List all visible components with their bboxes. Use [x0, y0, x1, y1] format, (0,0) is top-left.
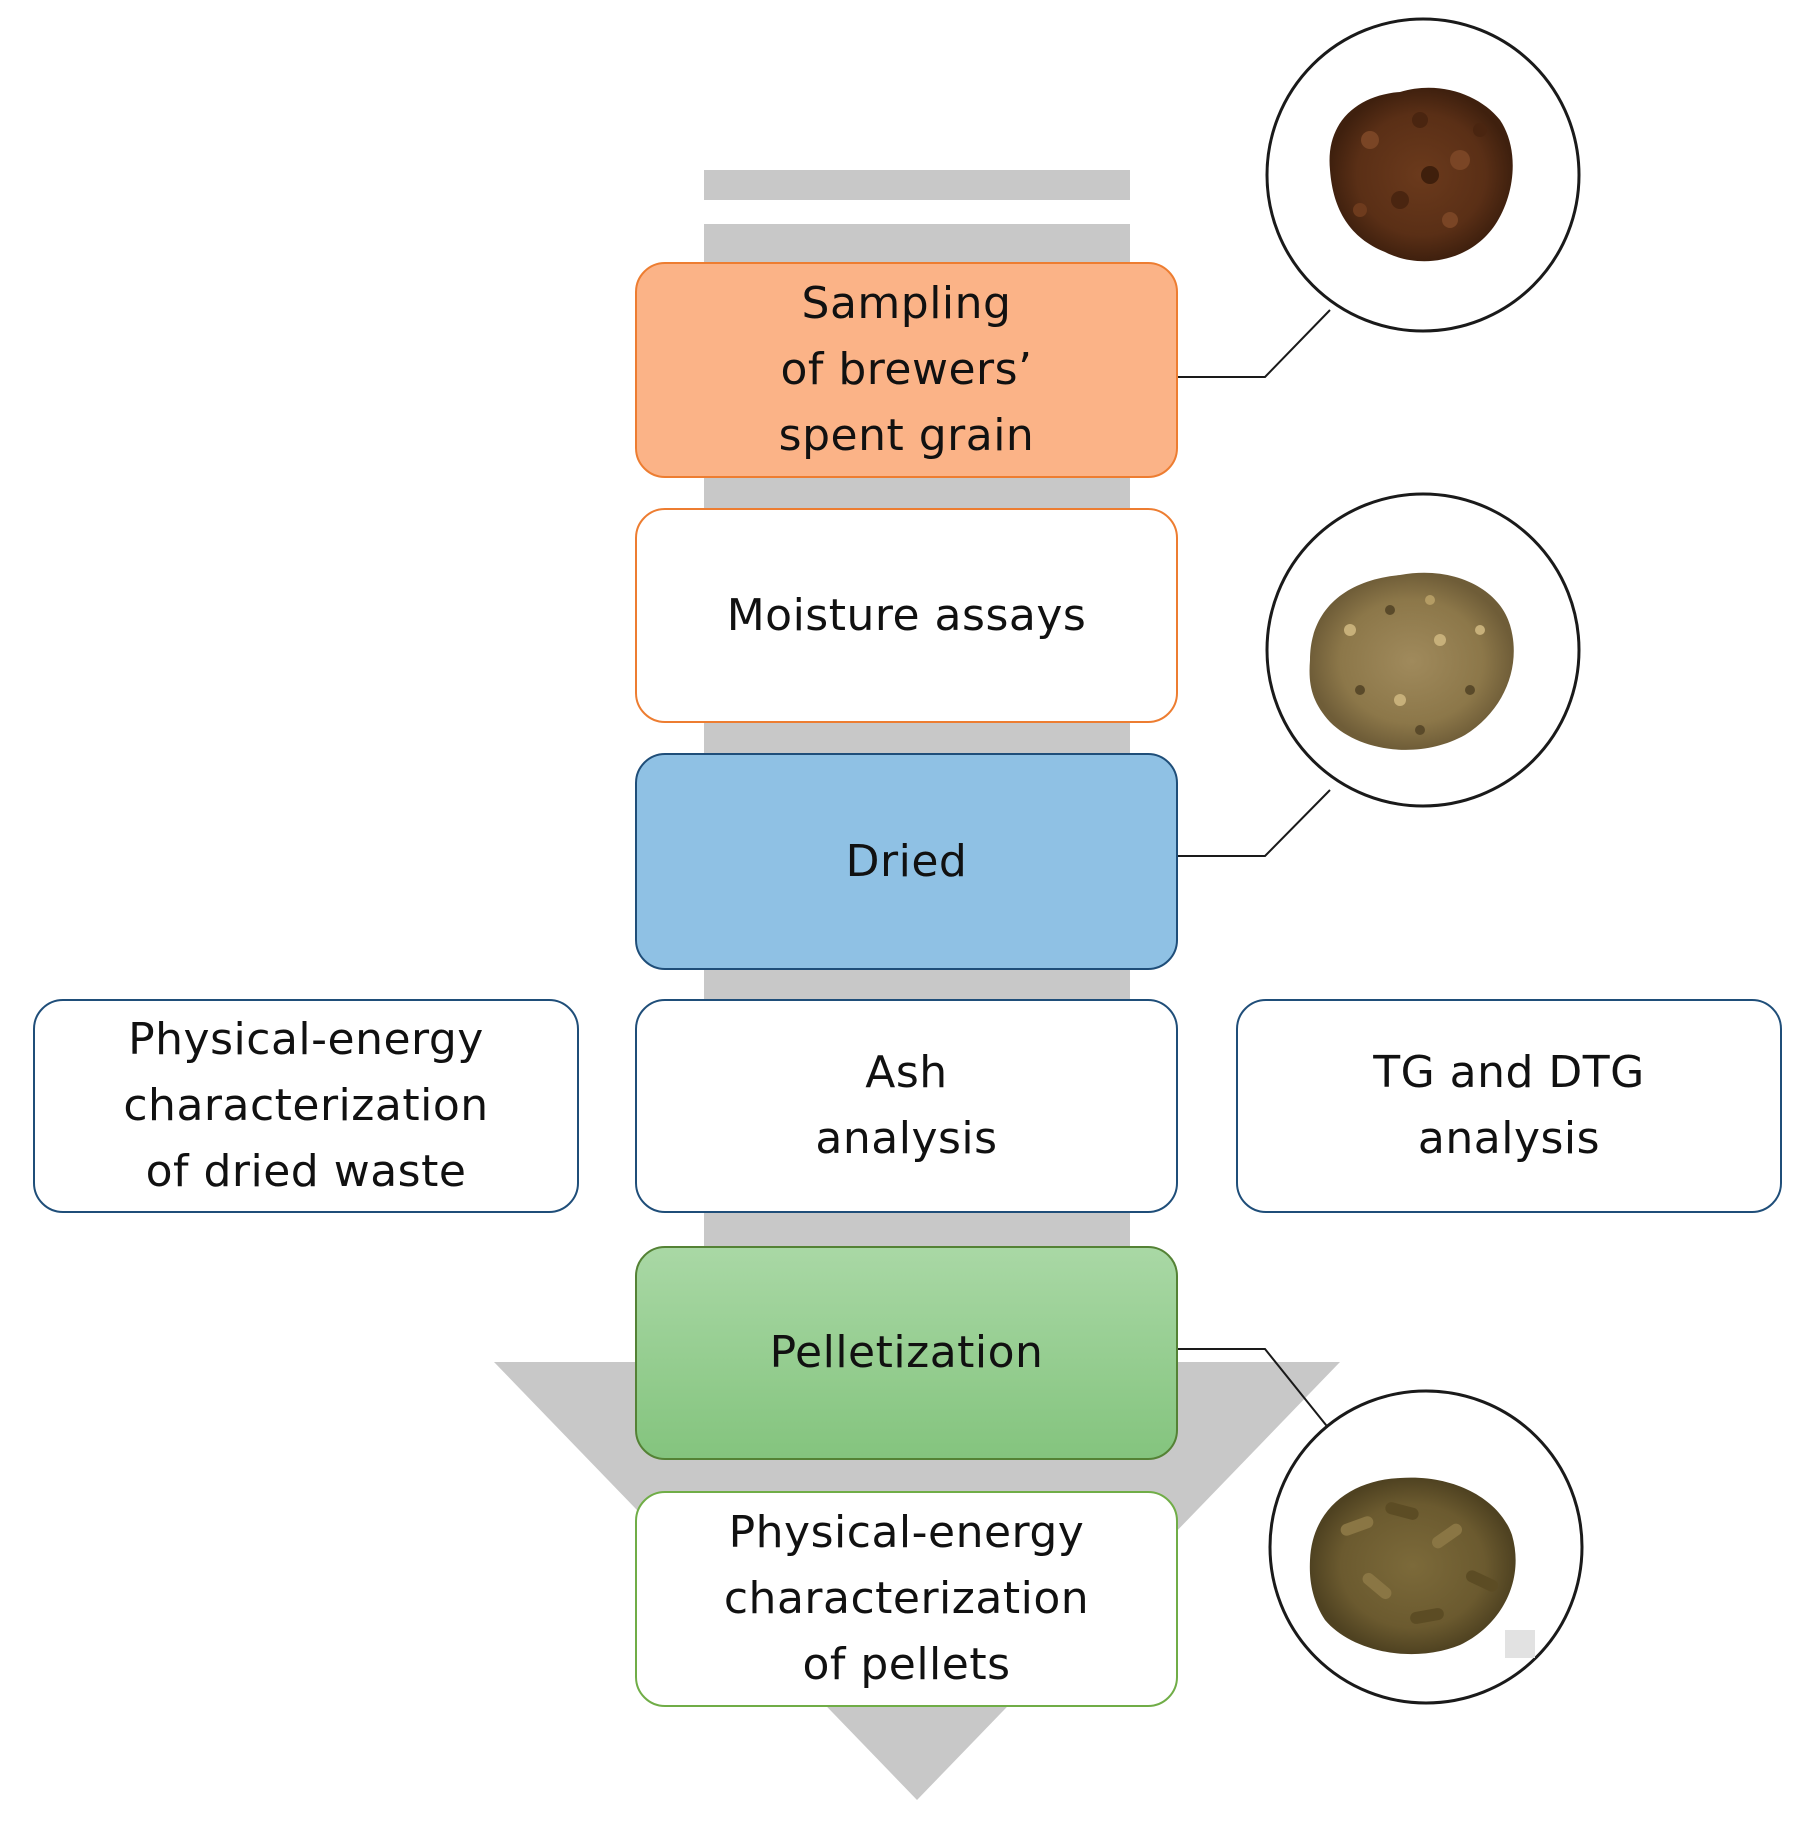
step-pelletization: Pelletization	[635, 1246, 1178, 1460]
step-pelletization-label: Pelletization	[769, 1327, 1044, 1378]
step-ash-analysis: Ash analysis	[635, 999, 1178, 1213]
step-moisture-assays: Moisture assays	[635, 508, 1178, 723]
step-tg-dtg-analysis: TG and DTG analysis	[1236, 999, 1782, 1213]
step-dried: Dried	[635, 753, 1178, 970]
step-sampling-label: Sampling of brewers’ spent grain	[778, 278, 1035, 461]
step-physical-energy-pellets: Physical-energy characterization of pell…	[635, 1491, 1178, 1707]
connector-dried	[1178, 789, 1331, 857]
step-physical-dried-label: Physical-energy characterization of drie…	[123, 1014, 489, 1197]
step-moisture-label: Moisture assays	[726, 589, 1087, 641]
step-sampling: Sampling of brewers’ spent grain	[635, 262, 1178, 478]
dried-grain-pile	[1309, 572, 1514, 750]
step-physical-pellets-label: Physical-energy characterization of pell…	[723, 1507, 1090, 1690]
connector-sampling	[1178, 309, 1331, 378]
pellets-image	[1268, 1389, 1584, 1705]
arrow-top-bar	[704, 170, 1130, 200]
connector-pelletization	[1178, 1348, 1331, 1431]
step-physical-energy-dried: Physical-energy characterization of drie…	[33, 999, 579, 1213]
step-tg-label: TG and DTG analysis	[1373, 1047, 1645, 1164]
step-ash-label: Ash analysis	[815, 1047, 998, 1164]
pellets-pile	[1309, 1477, 1516, 1655]
wet-grain-image	[1265, 17, 1581, 333]
step-dried-label: Dried	[845, 835, 968, 887]
dried-grain-image	[1265, 492, 1581, 808]
